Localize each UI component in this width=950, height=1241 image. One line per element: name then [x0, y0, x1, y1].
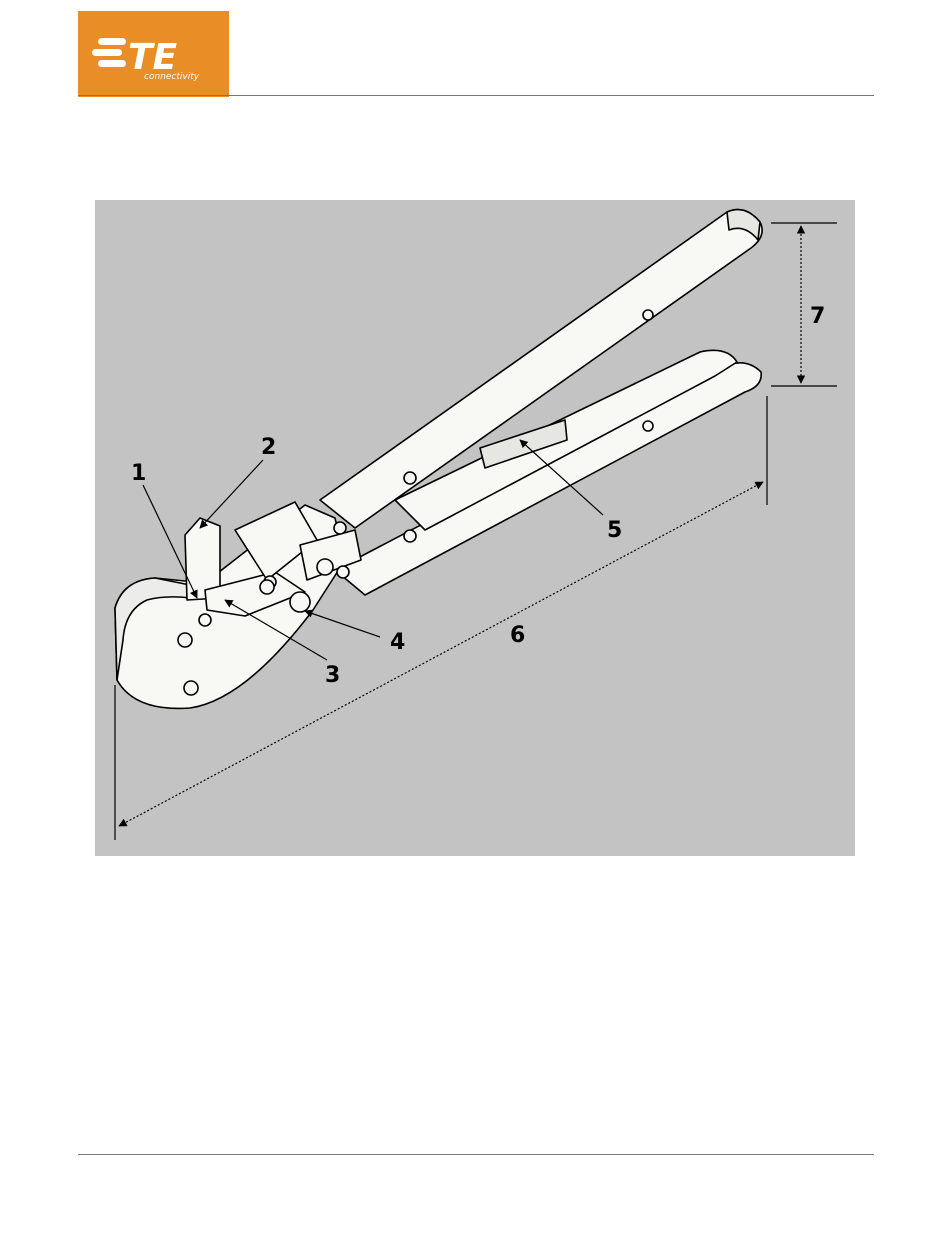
pin — [334, 522, 346, 534]
handle-hole — [643, 310, 653, 320]
logo-stripe — [98, 38, 126, 45]
handle-hole — [643, 421, 653, 431]
header-divider — [78, 95, 874, 96]
callout-2: 2 — [261, 435, 276, 460]
logo-stripe — [98, 60, 126, 67]
crimp-tool-illustration: 1 2 3 4 5 6 7 — [95, 200, 855, 856]
crimp-tool-figure: 1 2 3 4 5 6 7 — [95, 200, 855, 856]
footer-divider — [78, 1154, 874, 1155]
pin — [337, 566, 349, 578]
pin — [260, 580, 274, 594]
pin — [404, 530, 416, 542]
locator-knob — [290, 592, 310, 612]
te-connectivity-logo: TE connectivity — [78, 11, 229, 97]
callout-7: 7 — [810, 304, 825, 329]
callout-3: 3 — [325, 663, 340, 688]
pin — [317, 559, 333, 575]
callout-6: 6 — [510, 623, 525, 648]
callout-5: 5 — [607, 518, 622, 543]
pivot-hole — [199, 614, 211, 626]
logo-stripe — [92, 49, 122, 56]
logo-subtitle: connectivity — [144, 72, 200, 82]
callout-1: 1 — [131, 461, 146, 486]
callout-4: 4 — [390, 630, 405, 655]
pivot-hole — [184, 681, 198, 695]
pin — [404, 472, 416, 484]
pivot-hole — [178, 633, 192, 647]
te-logo-mark: TE connectivity — [78, 11, 229, 97]
